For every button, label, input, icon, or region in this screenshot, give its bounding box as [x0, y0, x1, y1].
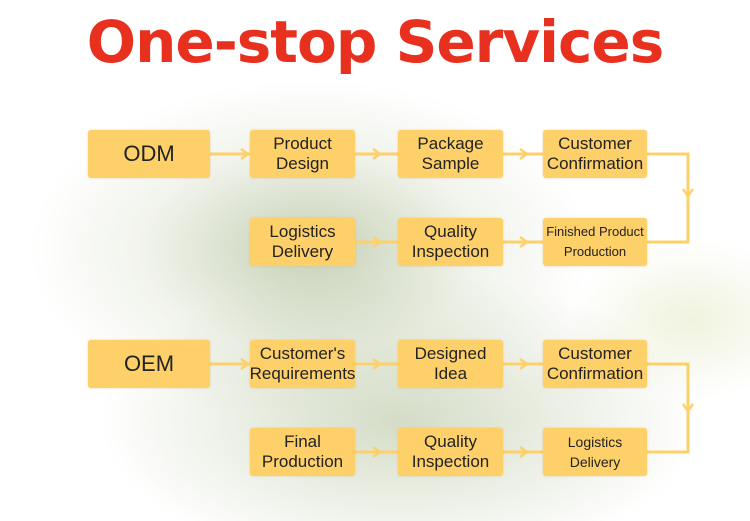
page-title: One-stop Services	[86, 8, 664, 76]
odm-step-logistics-delivery: Logistics Delivery	[250, 218, 355, 266]
oem-step-quality-inspection: Quality Inspection	[398, 428, 503, 476]
oem-label: OEM	[88, 340, 210, 388]
oem-step-designed-idea: Designed Idea	[398, 340, 503, 388]
odm-step-finished-product-production: Finished Product Production	[543, 218, 647, 266]
oem-step-final-production: Final Production	[250, 428, 355, 476]
odm-step-customer-confirmation: Customer Confirmation	[543, 130, 647, 178]
oem-step-logistics-delivery: Logistics Delivery	[543, 428, 647, 476]
odm-step-quality-inspection: Quality Inspection	[398, 218, 503, 266]
oem-step-customer-confirmation: Customer Confirmation	[543, 340, 647, 388]
odm-step-package-sample: Package Sample	[398, 130, 503, 178]
odm-label: ODM	[88, 130, 210, 178]
odm-step-product-design: Product Design	[250, 130, 355, 178]
oem-step-customers-requirements: Customer's Requirements	[250, 340, 355, 388]
